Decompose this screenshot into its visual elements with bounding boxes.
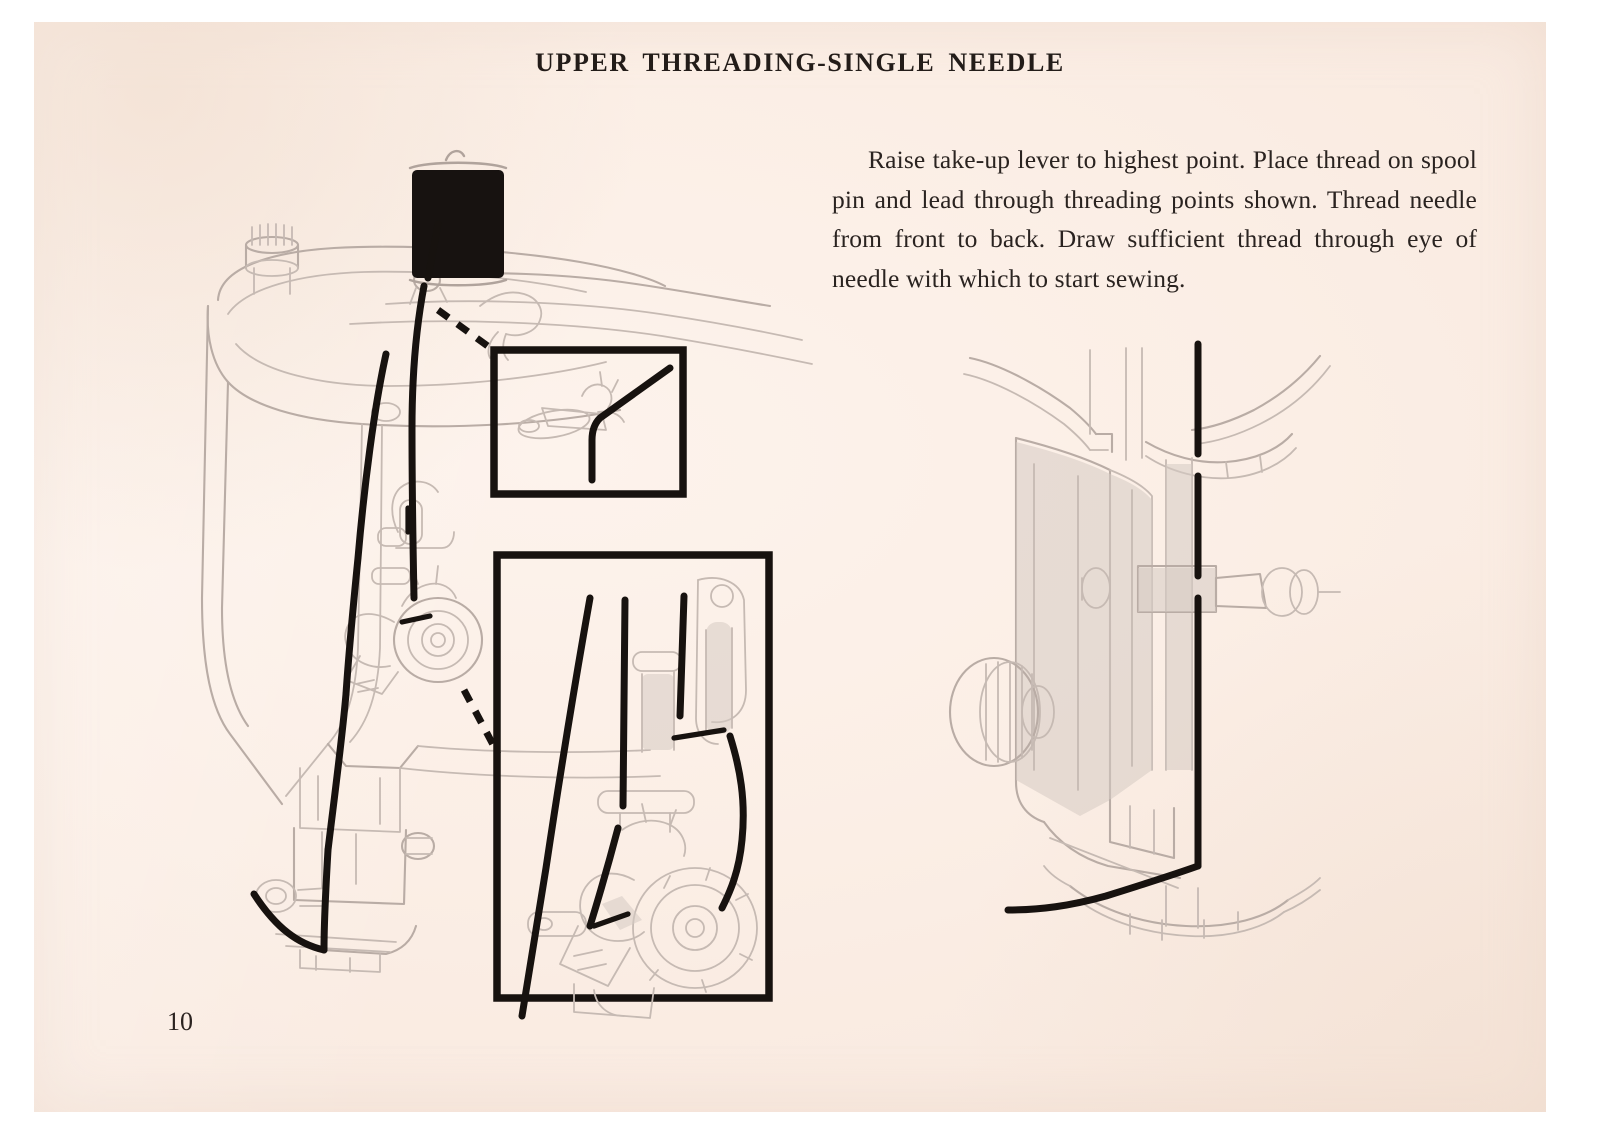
inset-thread-5 [586, 824, 622, 930]
thread-tension-to-takeup [342, 350, 390, 698]
inset-thread-mark-a [671, 727, 727, 741]
needle-clamp [255, 879, 329, 913]
thread-path-right [1004, 340, 1202, 914]
figure-needle-bar [930, 330, 1350, 950]
leader-line-upper [435, 307, 499, 355]
figure-machine-head [150, 128, 830, 1020]
inset-thread-guide-detail [435, 307, 687, 498]
spool-pin-icon [244, 223, 300, 295]
inset-thread-4 [718, 732, 747, 912]
thread-guide-to-tension [408, 282, 428, 602]
knurled-knob [948, 656, 1055, 768]
instruction-paragraph: Raise take-up lever to highest point. Pl… [832, 145, 1477, 293]
inset-thread-group [518, 592, 747, 1020]
inset-machine-parts [527, 577, 758, 1019]
leader-line-lower [460, 688, 502, 756]
thread-spool [408, 149, 508, 287]
thread-from-needle-eye-right [1004, 862, 1202, 914]
tension-assembly [344, 565, 484, 695]
presser-bar-thumb-screw [400, 831, 436, 861]
inset-thread-1 [518, 594, 594, 1020]
inset-box-upper [490, 346, 687, 498]
presser-foot [268, 916, 418, 973]
page-number: 10 [167, 1007, 193, 1036]
inset-thread-2 [619, 596, 629, 810]
column-thread-guides [371, 402, 411, 585]
thread-takeup-to-bar [324, 690, 350, 854]
page-title: UPPER THREADING-SINGLE NEEDLE [535, 48, 1065, 77]
machine-outline-group [200, 223, 813, 973]
inset-thread-mark-b [591, 911, 631, 929]
thread-mark-lever [399, 613, 433, 625]
presser-foot-assembly [1042, 798, 1321, 941]
inset-box-lower [493, 551, 773, 1002]
thread-spool-to-guide [424, 220, 442, 282]
thread-path-group [250, 220, 442, 954]
machine-head-svg [200, 149, 813, 1020]
needle-bar-svg [948, 340, 1341, 941]
thread-to-needle [320, 846, 332, 954]
take-up-lever [391, 480, 455, 549]
inset-thread-upper [588, 364, 674, 484]
inset-tension-takeup-detail [460, 551, 773, 1020]
inset-thread-3 [676, 592, 688, 720]
needle-bar-outline-group [948, 347, 1341, 941]
thread-from-needle-eye [250, 890, 328, 954]
